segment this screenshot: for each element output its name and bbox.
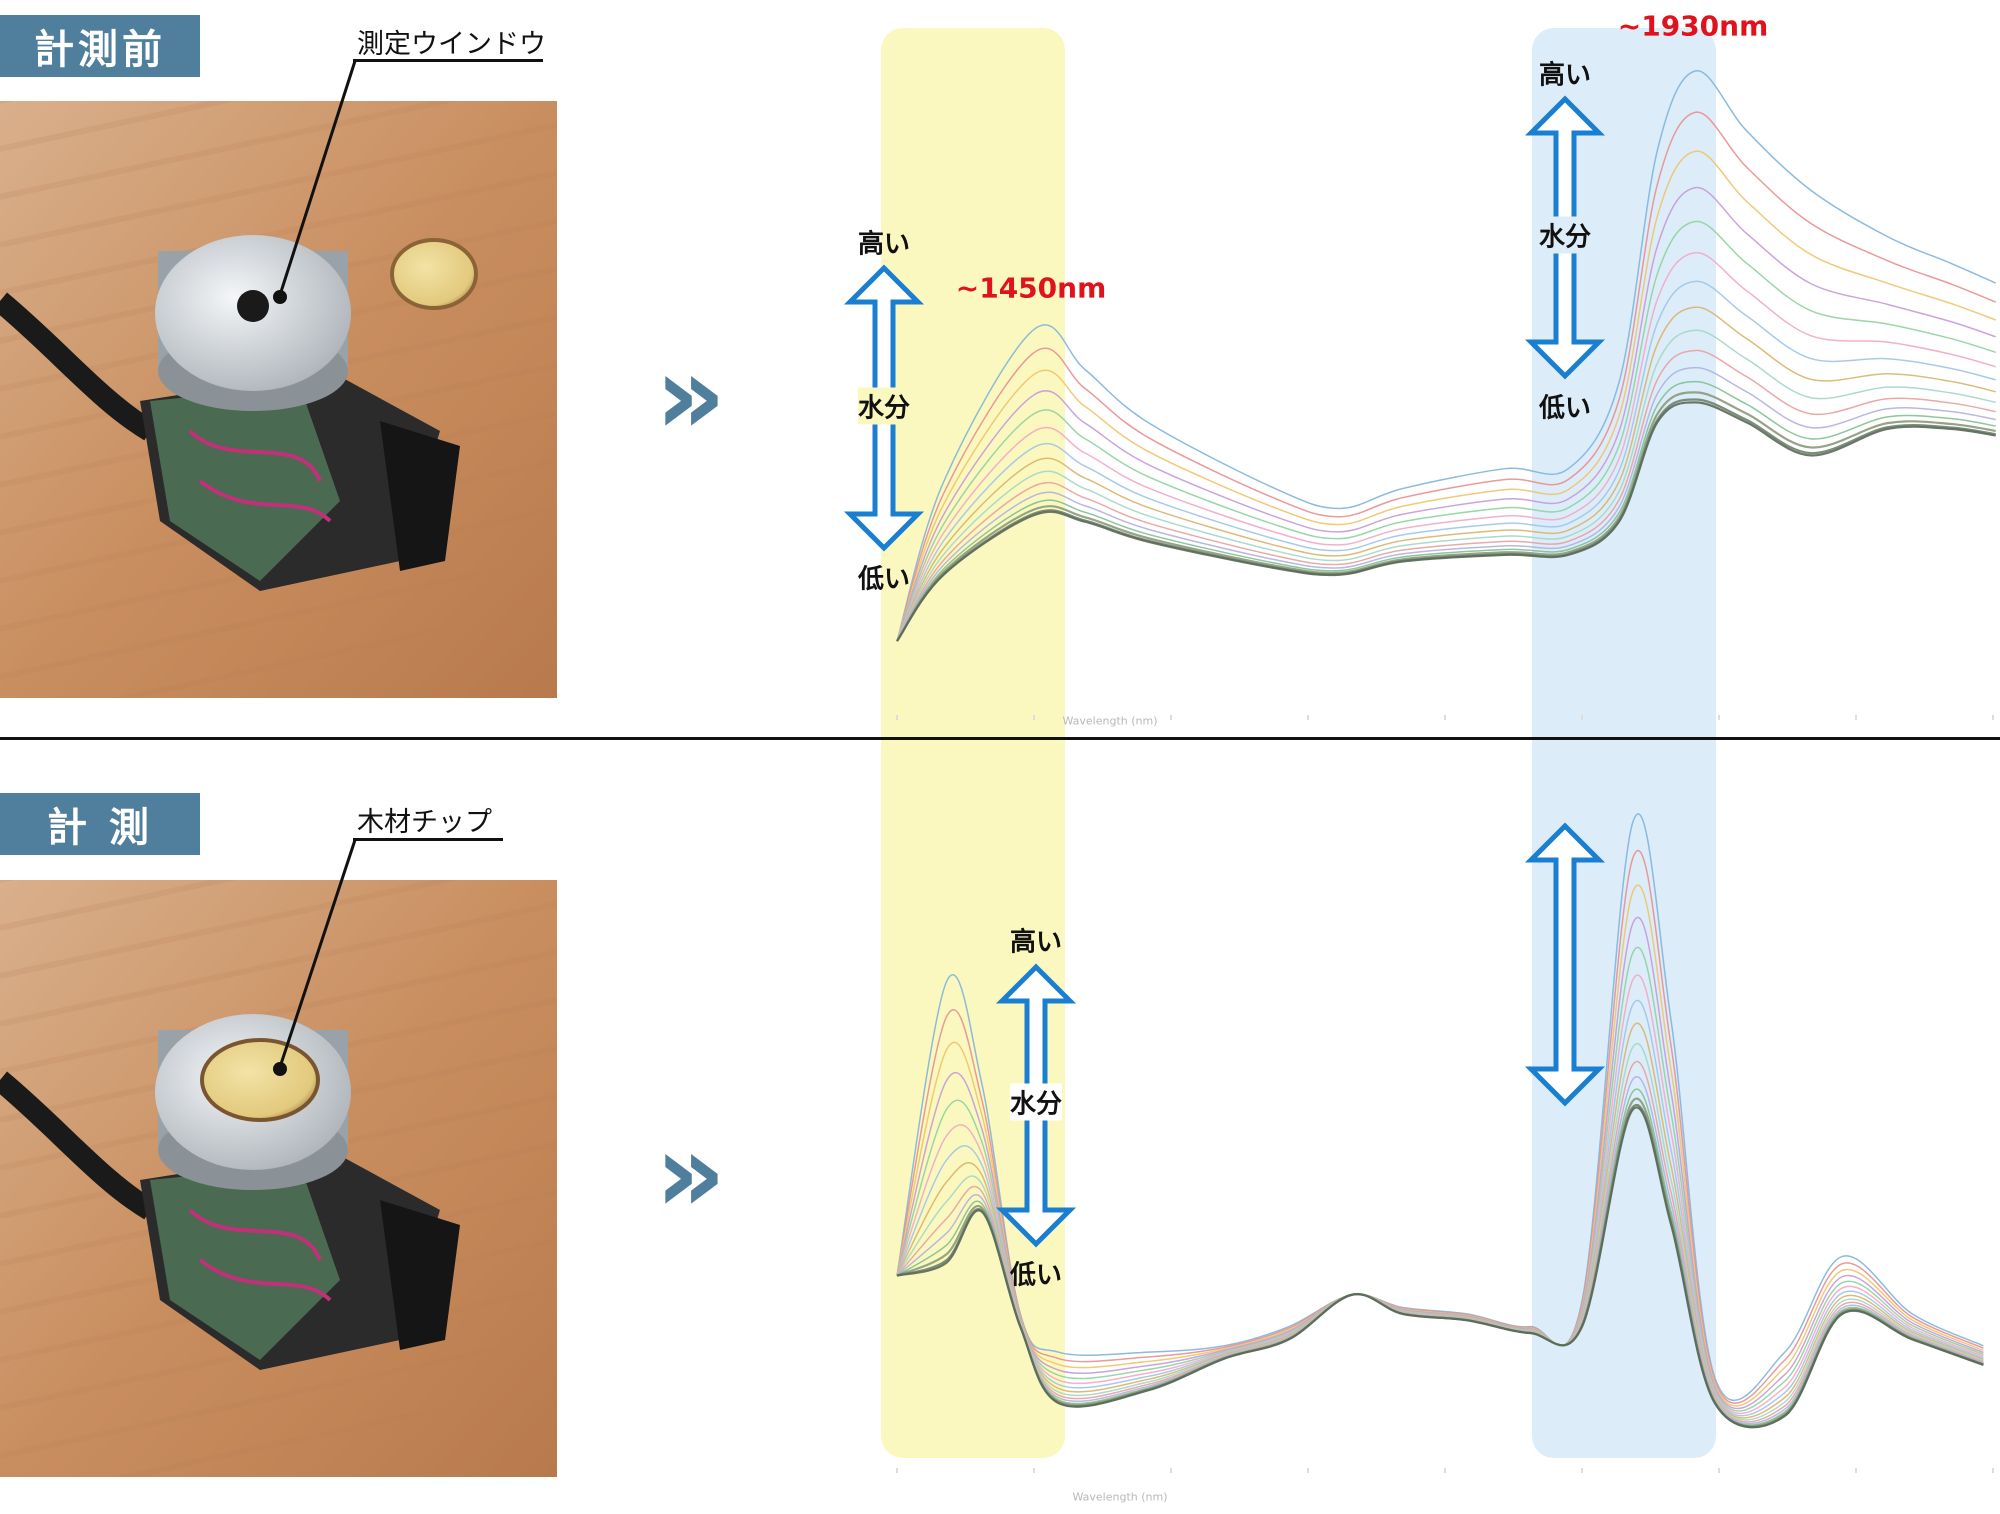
chart-axis	[896, 715, 1994, 720]
label-moisture: 水分	[857, 387, 911, 425]
spectrum-series	[896, 401, 1996, 642]
label-high: 高い	[857, 229, 911, 260]
section-header-measure: 計 測	[0, 793, 200, 855]
spectrum-series	[896, 280, 1996, 642]
cable	[0, 1071, 156, 1220]
callout-label-chip: 木材チップ	[357, 807, 492, 838]
label-low: 低い	[857, 564, 911, 595]
circuit-board	[150, 386, 340, 581]
label-moisture: 水分	[1538, 216, 1592, 254]
spectrum-series	[896, 70, 1997, 642]
section-header-text: 計測前	[34, 27, 166, 73]
spectrum-series	[896, 150, 1996, 642]
spectrum-series	[896, 380, 1996, 642]
spectrum-series	[896, 366, 1996, 642]
label-moisture: 水分	[1009, 1083, 1063, 1121]
label-low: 低い	[1538, 393, 1592, 424]
spectrum-series	[896, 186, 1996, 642]
spectrum-series	[896, 111, 1997, 642]
peak-label-1450: ~1450nm	[955, 271, 1107, 305]
callout-leader-line	[273, 60, 357, 304]
label-high: 高い	[1009, 927, 1063, 958]
callout-underline	[353, 59, 543, 62]
device-photo-measure	[0, 880, 557, 1477]
callout-label-window: 測定ウインドウ	[357, 29, 546, 60]
chevron-right-icon: »	[655, 331, 727, 459]
spectrum-series	[896, 306, 1996, 642]
wood-chip	[200, 1038, 320, 1122]
section-divider	[0, 737, 2000, 740]
measurement-window	[237, 290, 269, 322]
label-low: 低い	[1009, 1260, 1063, 1291]
circuit-board	[150, 1165, 340, 1360]
chart-x-axis-label: Wavelength (nm)	[1062, 714, 1158, 728]
chevron-right-icon: »	[655, 1109, 727, 1237]
cable	[0, 292, 156, 441]
spectrum-series	[896, 329, 1996, 642]
chart-axis	[896, 1468, 1994, 1473]
double-arrow-icon	[1524, 822, 1606, 1107]
device-photo-before	[0, 101, 557, 698]
spectrum-series	[896, 1106, 1984, 1429]
spectrum-series	[896, 391, 1996, 642]
chart-x-axis-label: Wavelength (nm)	[1072, 1490, 1168, 1504]
wood-chip	[390, 238, 478, 310]
label-high: 高い	[1538, 60, 1592, 91]
callout-leader-line	[273, 839, 357, 1076]
spectrum-series	[896, 349, 1996, 642]
callout-underline	[353, 838, 503, 841]
spectrum-series	[896, 251, 1996, 642]
spectrum-series	[896, 220, 1996, 642]
section-header-text: 計 測	[47, 805, 153, 851]
peak-label-1930: ~1930nm	[1617, 9, 1769, 43]
section-header-before: 計測前	[0, 15, 200, 77]
